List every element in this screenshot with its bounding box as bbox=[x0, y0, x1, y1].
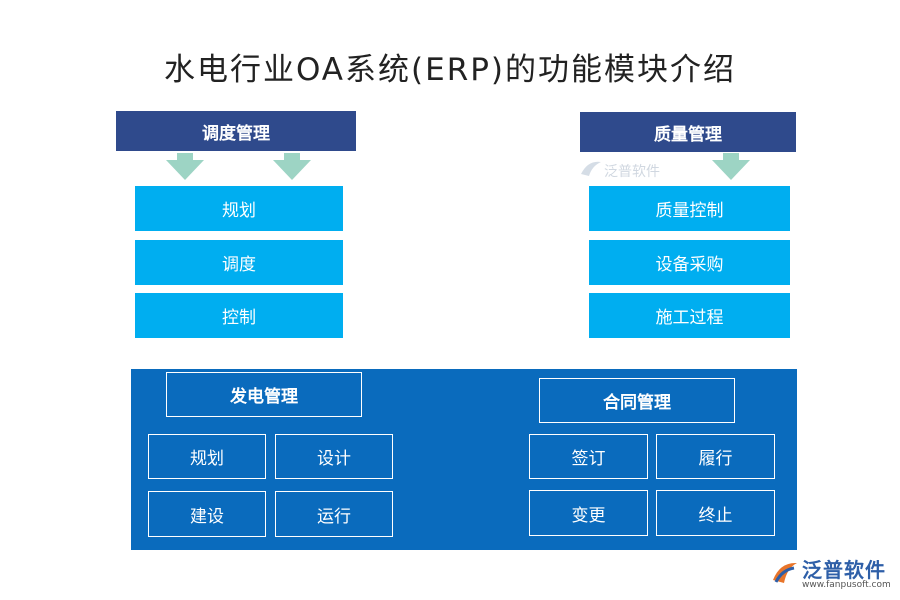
quality-item-control: 质量控制 bbox=[589, 186, 790, 231]
contract-item-sign: 签订 bbox=[529, 434, 648, 479]
bottom-panel bbox=[131, 369, 797, 550]
power-item-operation: 运行 bbox=[275, 491, 393, 537]
logo-mark-icon bbox=[581, 161, 601, 176]
power-header: 发电管理 bbox=[166, 372, 362, 417]
contract-item-terminate: 终止 bbox=[656, 490, 775, 536]
logo-mark-icon bbox=[773, 562, 797, 583]
watermark-text: 泛普软件 bbox=[604, 164, 660, 180]
contract-header: 合同管理 bbox=[539, 378, 735, 423]
power-item-design: 设计 bbox=[275, 434, 393, 479]
dispatch-item-control: 控制 bbox=[135, 293, 343, 338]
page-title: 水电行业OA系统(ERP)的功能模块介绍 bbox=[163, 52, 737, 88]
contract-item-perform: 履行 bbox=[656, 434, 775, 479]
down-arrow-icon bbox=[712, 153, 750, 180]
power-item-planning: 规划 bbox=[148, 434, 266, 479]
logo-url: www.fanpusoft.com bbox=[802, 580, 891, 590]
down-arrow-icon bbox=[273, 153, 311, 180]
dispatch-item-planning: 规划 bbox=[135, 186, 343, 231]
logo-name: 泛普软件 bbox=[802, 558, 886, 582]
quality-item-procurement: 设备采购 bbox=[589, 240, 790, 285]
brand-logo: 泛普软件 www.fanpusoft.com bbox=[770, 552, 892, 592]
dispatch-header: 调度管理 bbox=[116, 111, 356, 151]
contract-item-change: 变更 bbox=[529, 490, 648, 536]
watermark: 泛普软件 bbox=[578, 152, 678, 186]
dispatch-item-scheduling: 调度 bbox=[135, 240, 343, 285]
quality-header: 质量管理 bbox=[580, 112, 796, 152]
down-arrow-icon bbox=[166, 153, 204, 180]
quality-item-construction: 施工过程 bbox=[589, 293, 790, 338]
power-item-construction: 建设 bbox=[148, 491, 266, 537]
